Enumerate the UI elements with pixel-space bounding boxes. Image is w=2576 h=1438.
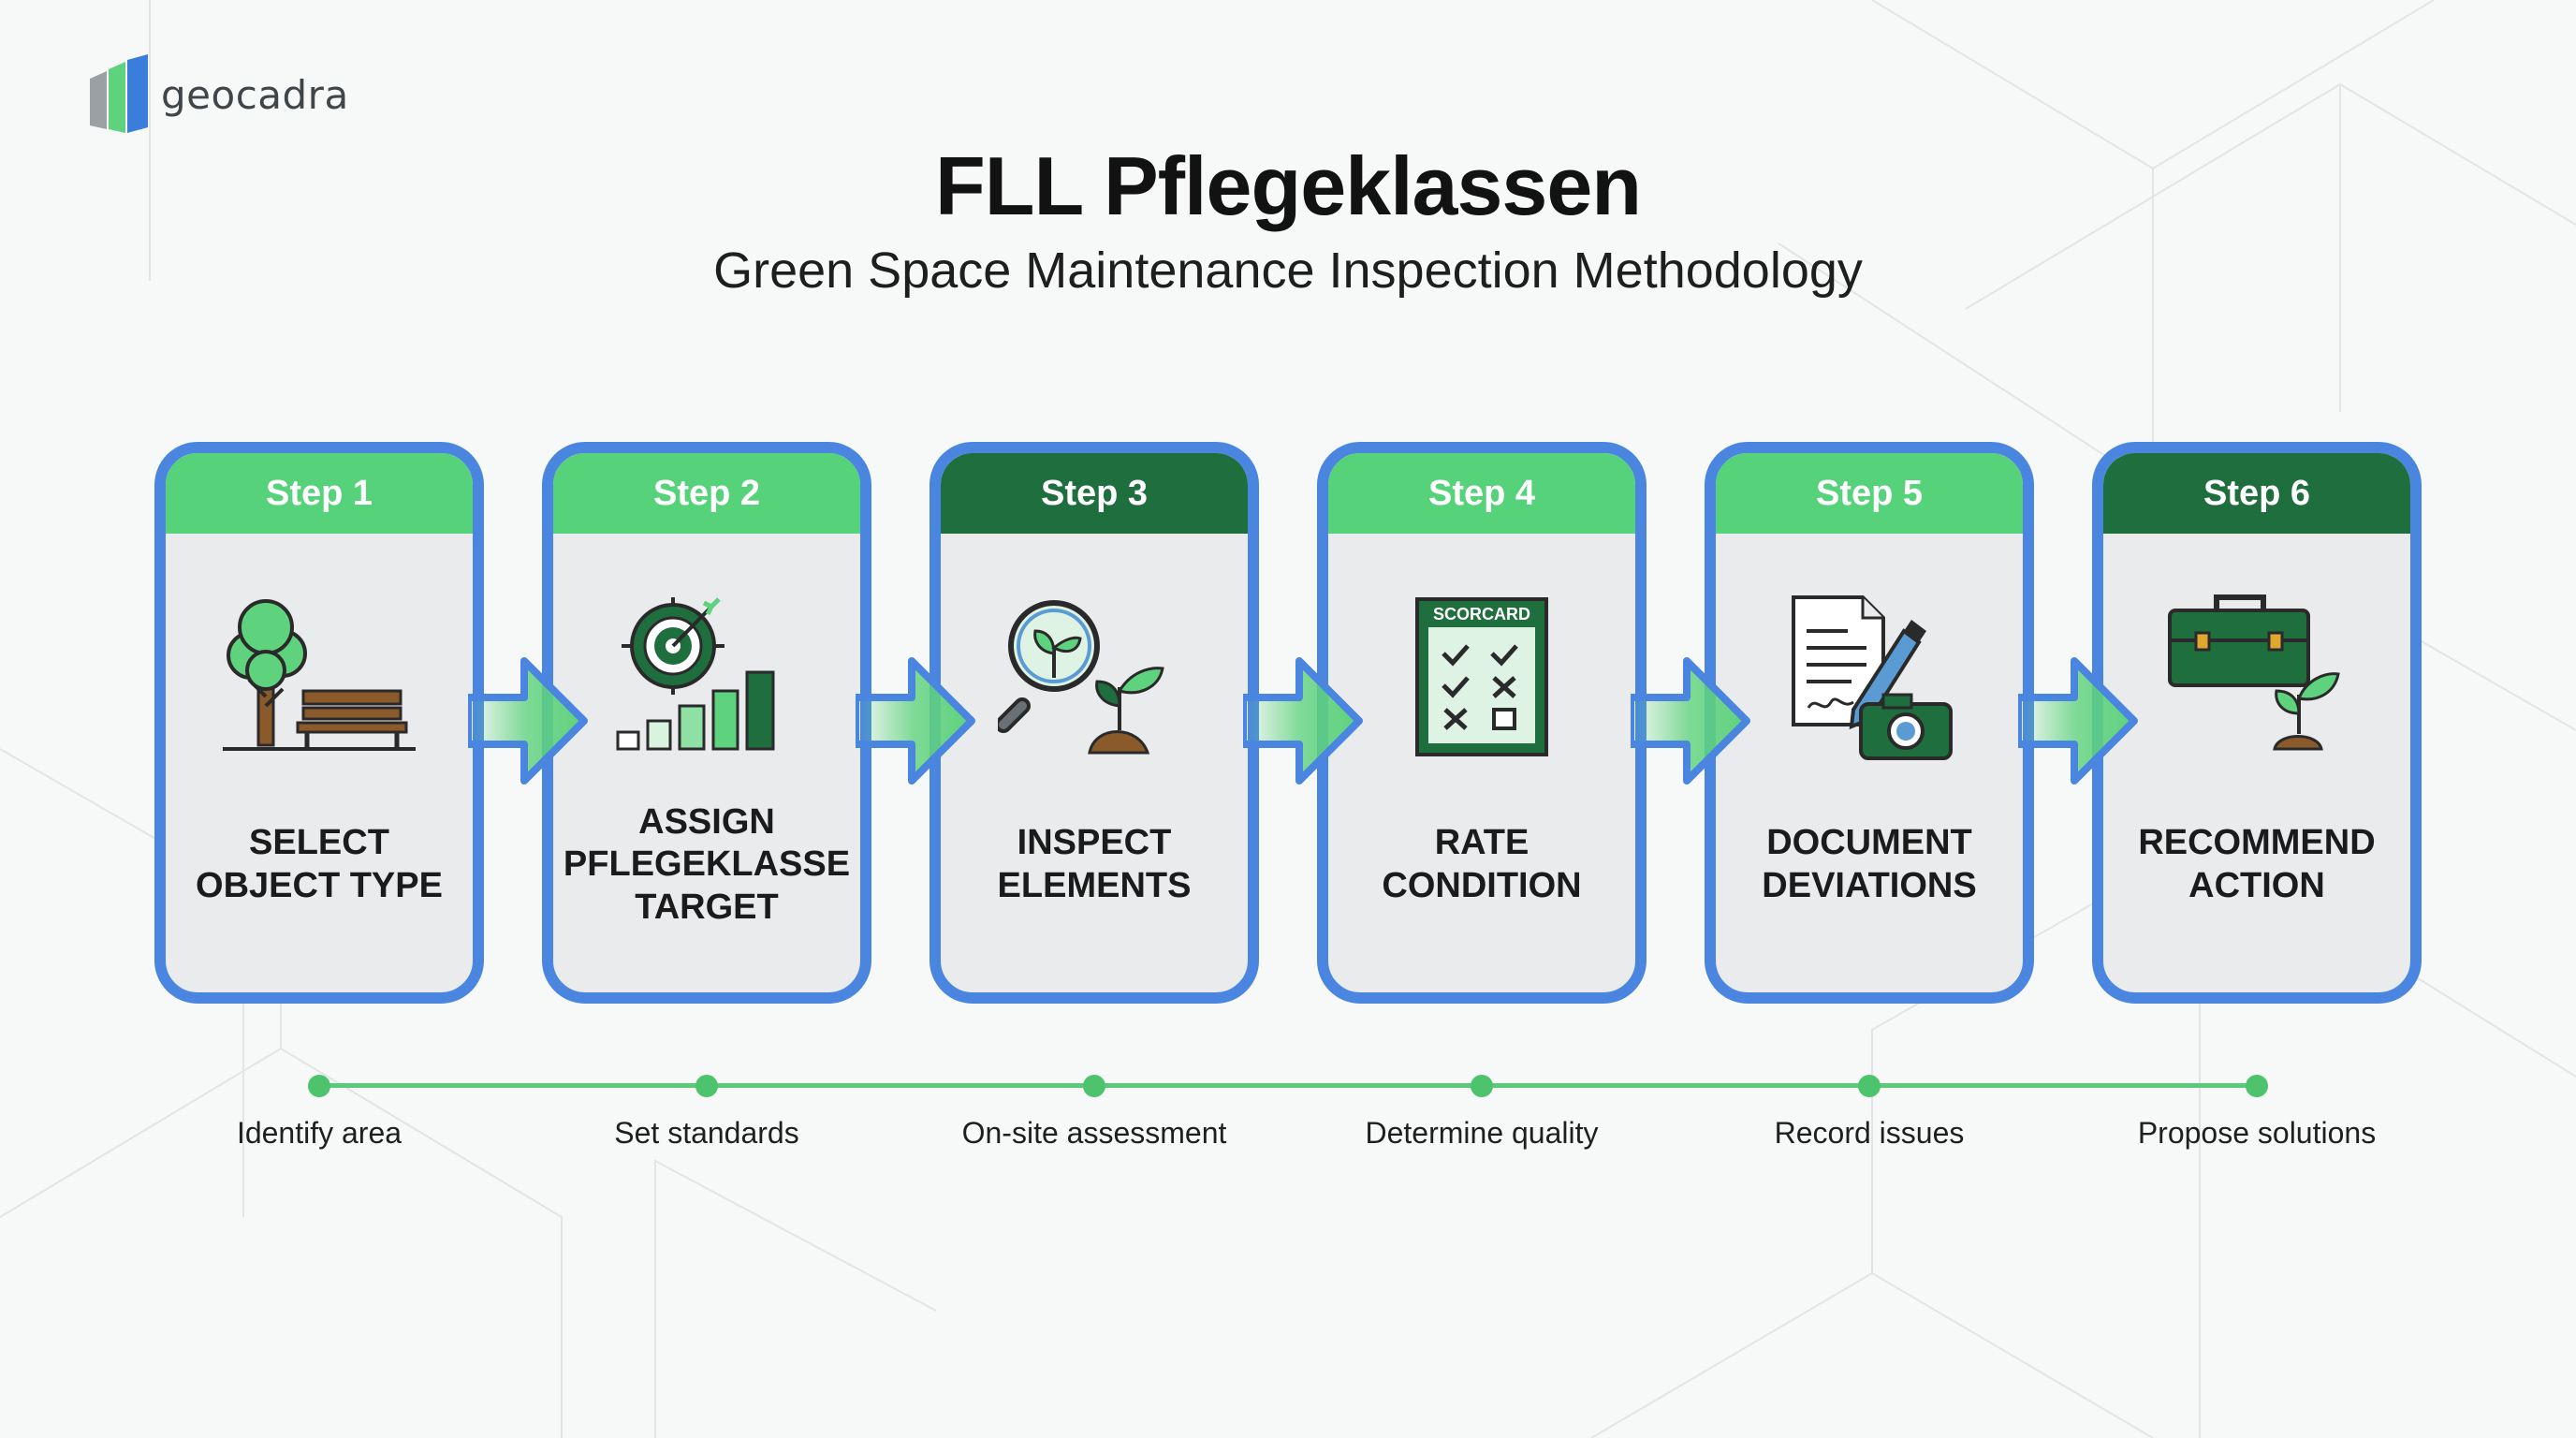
flow-arrow-5: [2018, 657, 2138, 785]
scorecard-text: SCORCARD: [1433, 605, 1530, 624]
flow-arrow-4: [1631, 657, 1750, 785]
page-title: FLL Pflegeklassen: [934, 139, 1642, 232]
magnifier-plant-icon: [998, 600, 1164, 755]
logo-text: geocadra: [161, 71, 349, 118]
step-header: Step 2: [553, 453, 860, 534]
step-header: Step 4: [1328, 453, 1635, 534]
timeline-caption: Record issues: [1774, 1116, 1965, 1150]
target-bars-icon: [616, 597, 775, 751]
timeline-dot: [1083, 1075, 1105, 1097]
timeline-dot: [1858, 1075, 1881, 1097]
timeline-dot: [695, 1075, 718, 1097]
timeline-caption: Determine quality: [1365, 1116, 1599, 1150]
document-camera-icon: [1792, 595, 1953, 760]
timeline: Identify area Set standards On-site asse…: [0, 1067, 2576, 1180]
flow-arrow-1: [468, 657, 588, 785]
step-header: Step 3: [941, 453, 1248, 534]
flow-arrow-3: [1243, 657, 1363, 785]
logo-bars-icon: [90, 54, 148, 133]
timeline-dot: [2246, 1075, 2268, 1097]
page-subtitle: Green Space Maintenance Inspection Metho…: [713, 242, 1863, 299]
scorecard-icon: SCORCARD: [1415, 597, 1548, 756]
timeline-caption: Identify area: [236, 1116, 402, 1150]
logo: geocadra: [88, 54, 349, 135]
timeline-caption: On-site assessment: [961, 1116, 1227, 1150]
step-header: Step 5: [1716, 453, 2023, 534]
step-header: Step 6: [2103, 453, 2410, 534]
flow-arrow-2: [856, 657, 975, 785]
timeline-dot: [308, 1075, 330, 1097]
timeline-caption: Propose solutions: [2137, 1116, 2377, 1150]
step-header: Step 1: [166, 453, 473, 534]
toolbox-sprout-icon: [2168, 594, 2340, 751]
timeline-caption: Set standards: [614, 1116, 799, 1150]
timeline-line: [318, 1083, 2258, 1088]
tree-bench-icon: [223, 599, 416, 751]
timeline-dot: [1471, 1075, 1493, 1097]
